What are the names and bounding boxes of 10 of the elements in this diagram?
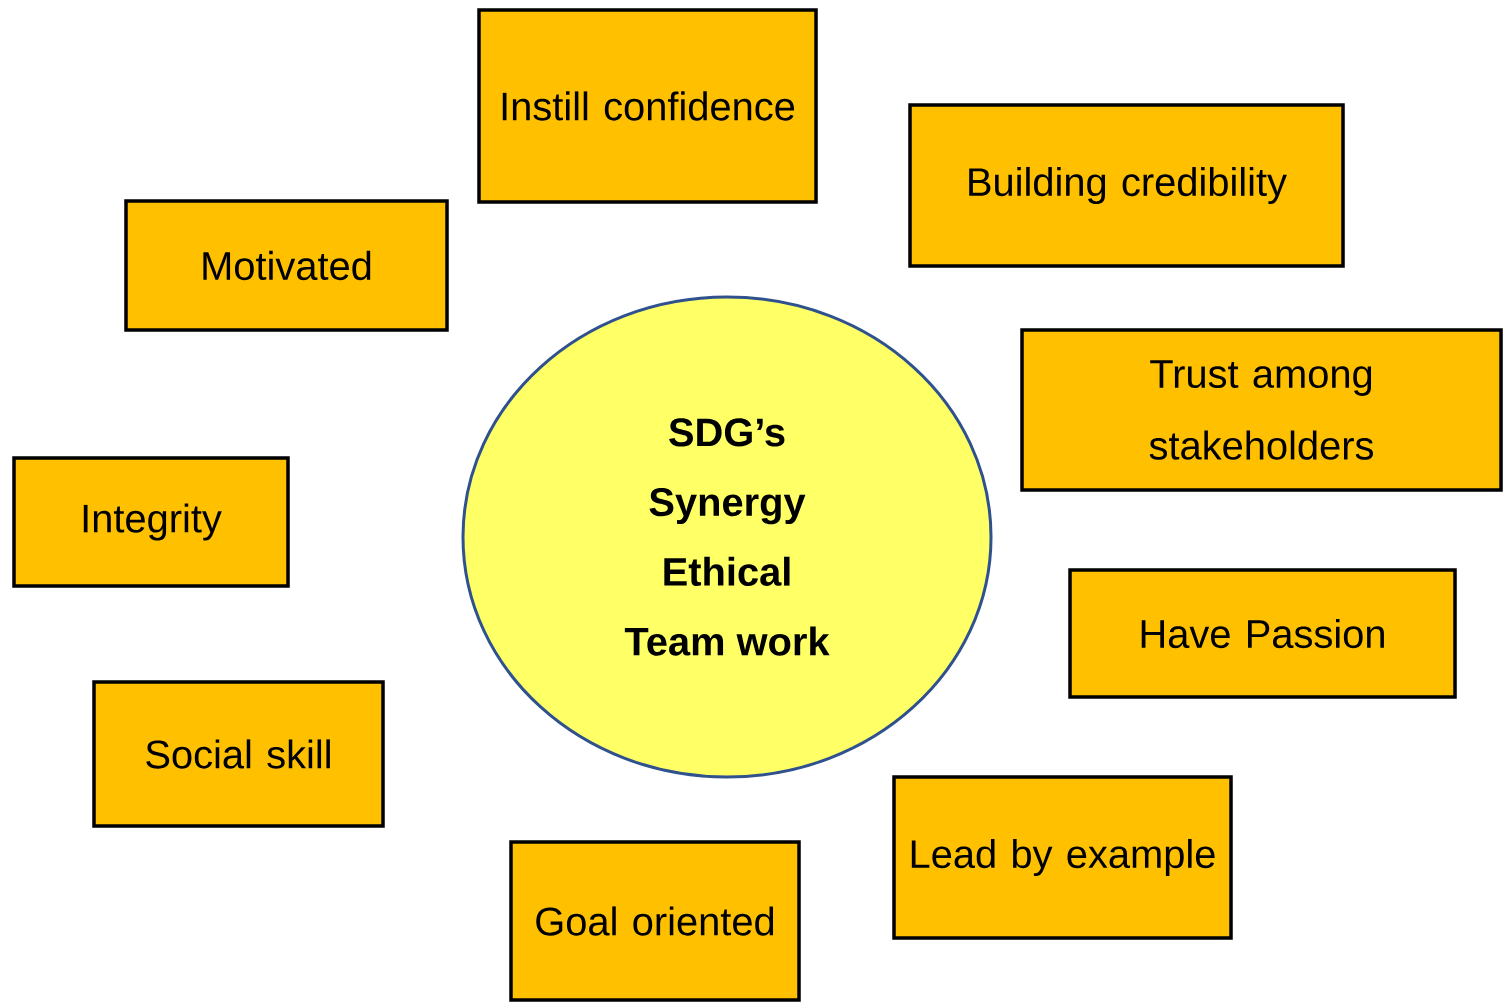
trait-box: Goal oriented [509, 840, 801, 1002]
trait-box: Integrity [12, 456, 290, 588]
trait-box: Have Passion [1068, 568, 1457, 699]
trait-box: Instill confidence [477, 8, 818, 204]
central-oval: SDG’s Synergy Ethical Team work [461, 295, 993, 779]
trait-box: Trust among stakeholders [1020, 328, 1503, 492]
trait-box: Lead by example [892, 775, 1233, 940]
trait-box: Social skill [92, 680, 385, 828]
trait-box: Motivated [124, 199, 449, 332]
trait-box: Building credibility [908, 103, 1345, 268]
